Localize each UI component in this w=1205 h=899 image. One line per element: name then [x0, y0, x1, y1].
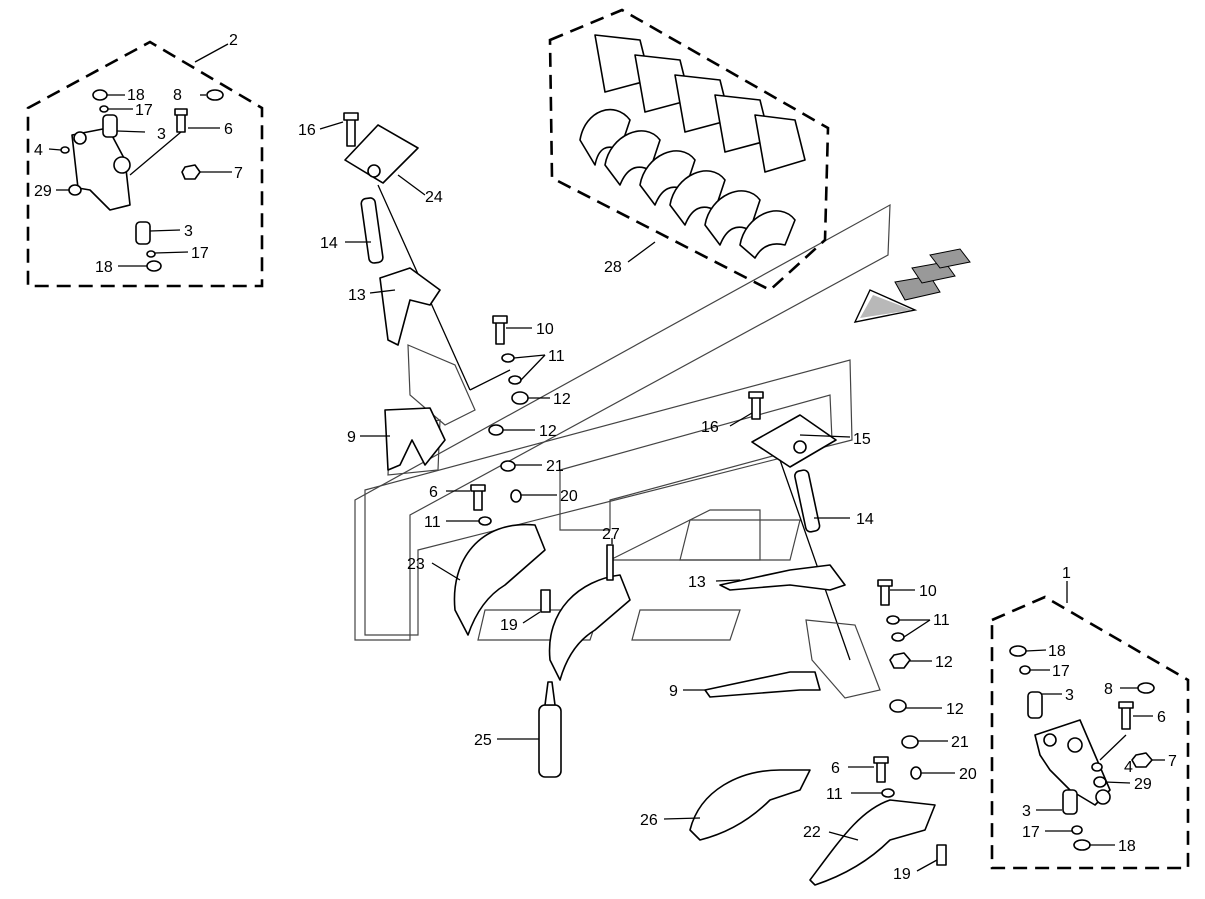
callout-1: 1: [1062, 565, 1071, 582]
callout-10: 10: [536, 321, 554, 338]
callout-6: 6: [1157, 709, 1166, 726]
callout-3: 3: [1065, 687, 1074, 704]
callout-7: 7: [234, 165, 243, 182]
callout-3: 3: [184, 223, 193, 240]
callout-29: 29: [1134, 776, 1152, 793]
callout-12: 12: [935, 654, 953, 671]
callout-20: 20: [959, 766, 977, 783]
callout-10: 10: [919, 583, 937, 600]
callout-18: 18: [95, 259, 113, 276]
callout-28: 28: [604, 259, 622, 276]
callout-15: 15: [853, 431, 871, 448]
callout-16: 16: [298, 122, 316, 139]
callout-3: 3: [157, 126, 166, 143]
callout-19: 19: [500, 617, 518, 634]
callout-6: 6: [224, 121, 233, 138]
callout-11: 11: [548, 348, 565, 365]
callout-12: 12: [946, 701, 964, 718]
callout-labels: 2 18 17 8 3 6 4 7 29 3 17 18 16 24 14 13…: [34, 32, 1177, 883]
callout-9: 9: [669, 683, 678, 700]
group-2-boundary: [26, 40, 264, 288]
callout-27: 27: [602, 526, 620, 543]
callout-11: 11: [933, 612, 950, 629]
callout-11: 11: [424, 514, 441, 531]
callout-17: 17: [1022, 824, 1040, 841]
group-28-boundary: [548, 8, 830, 292]
group-2-parts: [48, 89, 232, 272]
callout-18: 18: [127, 87, 145, 104]
callout-14: 14: [320, 235, 338, 252]
callout-12: 12: [539, 423, 557, 440]
callout-24: 24: [425, 189, 443, 206]
group-28-tines: [579, 34, 806, 259]
callout-4: 4: [1124, 759, 1133, 776]
callout-7: 7: [1168, 753, 1177, 770]
callout-17: 17: [135, 102, 153, 119]
callout-11: 11: [826, 786, 843, 803]
callout-19: 19: [893, 866, 911, 883]
callout-18: 18: [1048, 643, 1066, 660]
callout-21: 21: [951, 734, 969, 751]
callout-8: 8: [1104, 681, 1113, 698]
direction-arrow: [853, 248, 971, 323]
callout-2: 2: [229, 32, 238, 49]
callout-23: 23: [407, 556, 425, 573]
callout-22: 22: [803, 824, 821, 841]
callout-16: 16: [701, 419, 719, 436]
group-1-parts: [1009, 645, 1165, 851]
callout-13: 13: [348, 287, 366, 304]
callout-3: 3: [1022, 803, 1031, 820]
callout-14: 14: [856, 511, 874, 528]
callout-6: 6: [831, 760, 840, 777]
group-1-boundary: [990, 595, 1190, 870]
callout-29: 29: [34, 183, 52, 200]
callout-12: 12: [553, 391, 571, 408]
callout-20: 20: [560, 488, 578, 505]
callout-9: 9: [347, 429, 356, 446]
callout-8: 8: [173, 87, 182, 104]
callout-17: 17: [1052, 663, 1070, 680]
callout-21: 21: [546, 458, 564, 475]
callout-25: 25: [474, 732, 492, 749]
callout-13: 13: [688, 574, 706, 591]
callout-17: 17: [191, 245, 209, 262]
callout-26: 26: [640, 812, 658, 829]
callout-6: 6: [429, 484, 438, 501]
callout-18: 18: [1118, 838, 1136, 855]
left-assembly: [319, 112, 631, 778]
right-assembly: [663, 391, 955, 886]
callout-4: 4: [34, 142, 43, 159]
